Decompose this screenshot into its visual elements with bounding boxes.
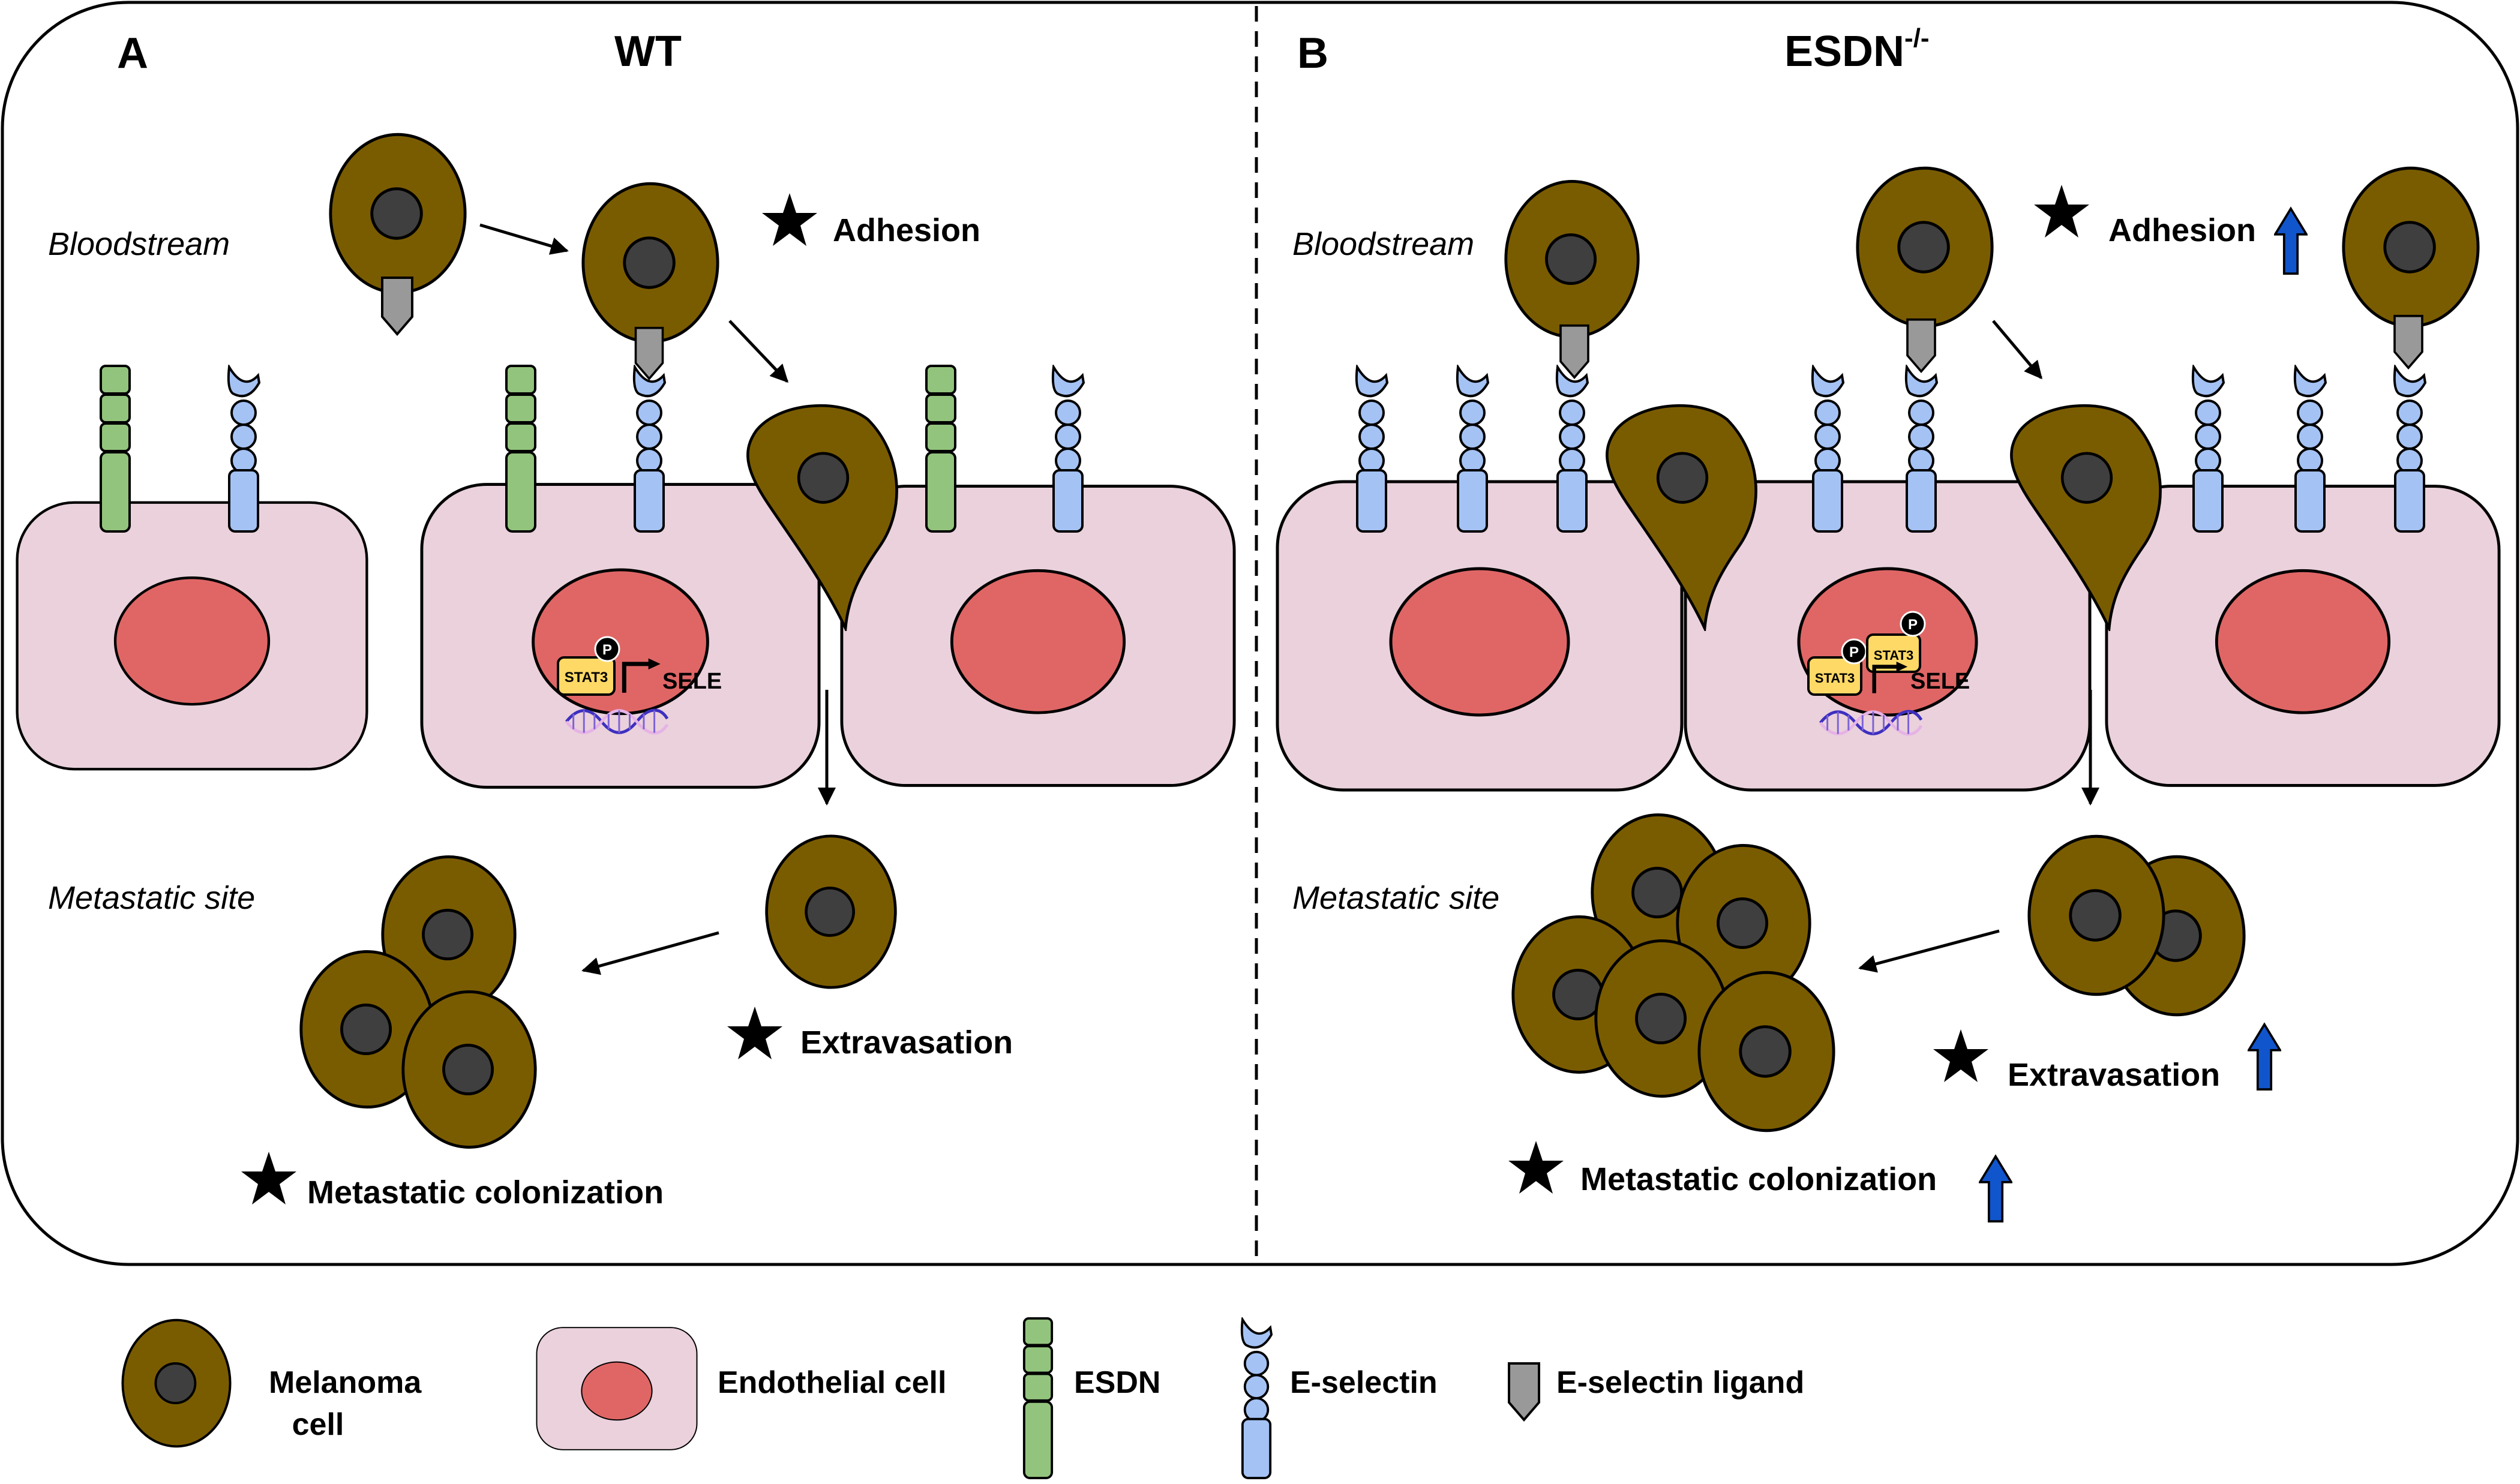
esdn-protein: [100, 365, 131, 533]
stat3-complex: STAT3 P SELE: [557, 636, 722, 733]
e-selectin-protein: [2191, 366, 2225, 533]
stat3-label: STAT3: [1815, 671, 1855, 686]
melanoma-cell: [2344, 168, 2478, 326]
legend: Melanoma cell Endothelial cell ESDN E-se…: [122, 1317, 1804, 1479]
phospho-label: P: [602, 642, 612, 658]
panel-a-title: WT: [614, 28, 682, 76]
star-icon: [2034, 185, 2089, 238]
legend-melanoma-icon: [122, 1320, 230, 1447]
panel-a: A WT Bloodstream Metastatic site STAT3 P…: [17, 28, 1234, 1210]
stat3-complex: STAT3 P STAT3 P SELE: [1807, 611, 1970, 734]
star-icon: [241, 1152, 296, 1204]
e-selectin-protein: [1355, 366, 1388, 533]
extravasation-label: Extravasation: [2008, 1057, 2220, 1093]
phospho-label: P: [1849, 644, 1859, 660]
star-icon: [727, 1007, 782, 1059]
e-selectin-ligand: [381, 277, 413, 335]
figure-frame: [1, 1, 2519, 1266]
e-selectin-protein: [1904, 366, 1938, 533]
metastatic-site-label: Metastatic site: [1292, 880, 1499, 916]
legend-endothelial-icon: [536, 1327, 698, 1450]
star-icon: [1508, 1141, 1564, 1194]
phospho-label: P: [1908, 617, 1918, 633]
bloodstream-label: Bloodstream: [48, 226, 230, 262]
e-selectin-protein: [1456, 366, 1489, 533]
endothelial-cell: [422, 485, 819, 788]
legend-endothelial-label: Endothelial cell: [718, 1365, 946, 1400]
e-selectin-ligand: [1559, 324, 1589, 379]
increase-arrow-icon: [2248, 1023, 2281, 1091]
flow-arrow: [1992, 320, 2042, 380]
legend-esdn-icon: [1022, 1317, 1054, 1479]
star-icon: [762, 193, 817, 246]
colonization-label: Metastatic colonization: [307, 1174, 664, 1210]
melanoma-cell: [2029, 836, 2164, 995]
increase-arrow-icon: [2274, 207, 2308, 275]
panel-b-title: ESDN-/-: [1784, 23, 1930, 76]
e-selectin-protein: [1811, 366, 1844, 533]
e-selectin-protein: [227, 366, 260, 533]
legend-e-selectin-icon: [1240, 1318, 1273, 1479]
melanoma-cell: [1699, 972, 1834, 1131]
stat3-label: STAT3: [1874, 648, 1913, 663]
e-selectin-protein: [1555, 366, 1589, 533]
stat3-label: STAT3: [565, 669, 608, 686]
panel-b: B ESDN-/- Bloodstream Metastatic site ST…: [1277, 23, 2499, 1223]
endothelial-cell: [17, 503, 367, 769]
adhesion-label: Adhesion: [833, 212, 980, 248]
increase-arrow-icon: [1979, 1155, 2012, 1223]
melanoma-cell: [331, 134, 465, 293]
legend-ligand-icon: [1508, 1362, 1540, 1421]
e-selectin-protein: [2393, 366, 2426, 533]
colonization-label: Metastatic colonization: [1580, 1161, 1937, 1197]
legend-e-selectin-label: E-selectin: [1290, 1365, 1438, 1400]
esdn-protein: [925, 365, 956, 533]
bloodstream-label: Bloodstream: [1292, 226, 1474, 262]
melanoma-cell: [1858, 168, 1992, 326]
melanoma-cell: [403, 992, 535, 1147]
flow-arrow: [1858, 929, 2000, 973]
legend-ligand-label: E-selectin ligand: [1556, 1365, 1804, 1400]
metastatic-site-label: Metastatic site: [48, 880, 255, 916]
e-selectin-protein: [2293, 366, 2327, 533]
adhesion-label: Adhesion: [2108, 212, 2256, 248]
e-selectin-ligand: [1906, 318, 1936, 373]
extravasation-label: Extravasation: [800, 1025, 1013, 1061]
flow-arrow: [581, 931, 719, 975]
star-icon: [1933, 1029, 1988, 1082]
e-selectin-ligand: [2393, 314, 2423, 370]
sele-gene-label: SELE: [662, 669, 722, 694]
flow-arrow: [728, 320, 789, 383]
legend-melanoma-label-2: cell: [292, 1407, 344, 1442]
panel-b-letter: B: [1297, 29, 1328, 77]
endothelial-cell: [842, 486, 1234, 786]
e-selectin-protein: [632, 366, 666, 533]
melanoma-cell: [1506, 181, 1638, 337]
melanoma-cell: [583, 184, 718, 342]
melanoma-cell: [767, 836, 896, 987]
e-selectin-ligand: [634, 326, 664, 380]
esdn-protein: [505, 365, 536, 533]
legend-melanoma-label: Melanoma: [269, 1365, 422, 1400]
panel-a-letter: A: [117, 29, 148, 77]
flow-arrow: [479, 223, 569, 255]
sele-gene-label: SELE: [1910, 669, 1970, 694]
legend-esdn-label: ESDN: [1074, 1365, 1160, 1400]
e-selectin-protein: [1051, 366, 1085, 533]
